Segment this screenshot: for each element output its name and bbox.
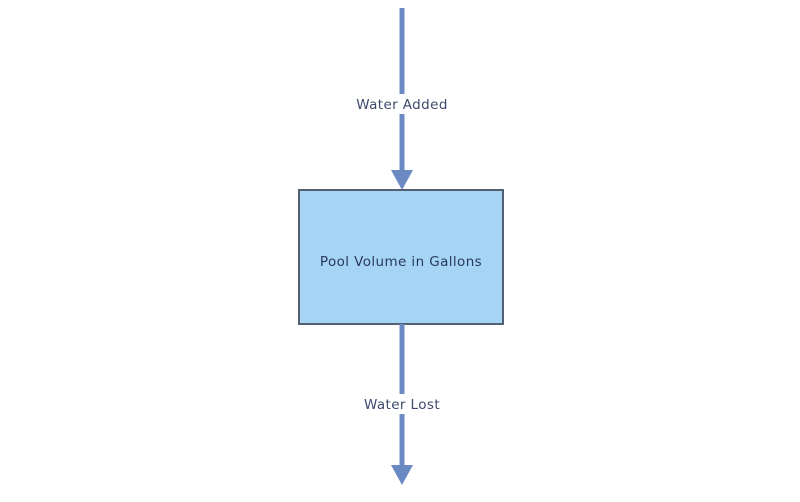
inflow-label: Water Added [356,97,448,113]
inflow-arrowhead [391,170,413,190]
outflow-water-lost[interactable]: Water Lost [356,324,448,485]
outflow-arrowhead [391,465,413,485]
outflow-label: Water Lost [364,397,440,413]
inflow-label-backing [350,94,454,114]
outflow-label-backing [356,394,448,414]
inflow-water-added[interactable]: Water Added [350,8,454,190]
stock-box [298,189,504,325]
stock-pool-volume[interactable]: Pool Volume in Gallons [298,189,504,325]
stock-label: Pool Volume in Gallons [320,254,482,270]
